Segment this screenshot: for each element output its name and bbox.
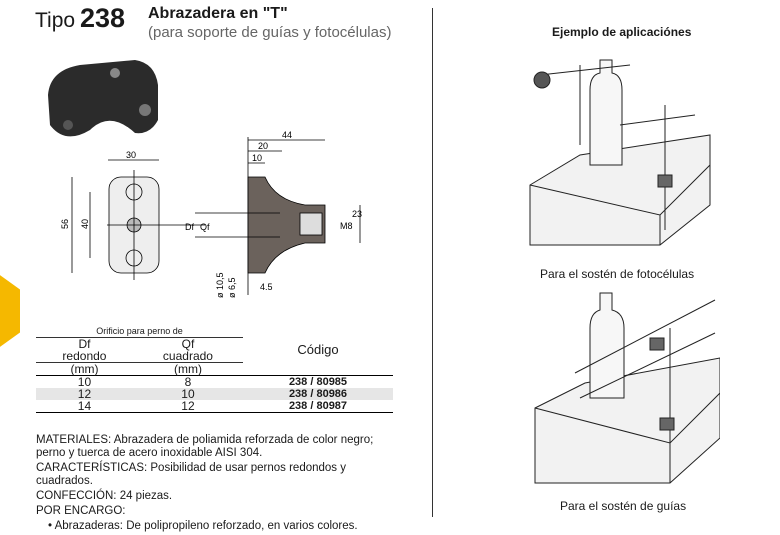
dim-20: 20 [258, 141, 268, 151]
bullet-label: Abrazaderas: [54, 520, 123, 532]
product-table: Orificio para perno de Código Df Qf redond… [36, 325, 393, 413]
dim-d65: ø 6,5 [227, 277, 237, 298]
dim-23: 23 [352, 209, 362, 219]
accent-hexagon [0, 268, 20, 354]
application-illustration-photocell [529, 59, 711, 246]
caption-photocell: Para el sostén de fotocélulas [540, 267, 695, 281]
technical-drawing: 30 56 40 44 20 10 Df Qf M8 23 ø 10,5 ø 6… [60, 130, 362, 298]
col-df: Df [78, 337, 91, 351]
col-codigo: Código [297, 342, 339, 357]
examples-heading: Ejemplo de aplicaciónes [552, 25, 692, 39]
col-qf-sub: cuadrado [162, 349, 213, 363]
application-illustration-guides [534, 292, 720, 484]
dim-56: 56 [60, 219, 70, 229]
dim-4-5: 4.5 [260, 282, 273, 292]
dim-30: 30 [126, 150, 136, 160]
dim-df: Df [185, 222, 194, 232]
dim-d105: ø 10,5 [215, 272, 225, 298]
dim-qf: Qf [200, 222, 210, 232]
col-df-sub: redondo [62, 349, 107, 363]
confeccion-text: 24 piezas. [116, 490, 173, 502]
group-header: Orificio para perno de [36, 325, 243, 338]
bullet-text: De polipropileno reforzado, en varios co… [123, 520, 358, 532]
confeccion-label: CONFECCIÓN: [36, 490, 117, 502]
tipo-label: Tipo [35, 9, 76, 32]
notes: MATERIALES: Abrazadera de poliamida refo… [36, 434, 396, 535]
dim-44: 44 [282, 130, 292, 140]
caract-label: CARACTERÍSTICAS: [36, 462, 148, 474]
caract-text: Posibilidad de usar pernos redondos y cu… [36, 462, 347, 487]
product-number: 238 [80, 3, 126, 33]
column-divider [432, 8, 433, 517]
col-qf: Qf [181, 337, 195, 351]
caption-guides: Para el sostén de guías [560, 499, 687, 513]
encargo-label: POR ENCARGO: [36, 505, 126, 517]
materiales-text: Abrazadera de poliamida reforzada de col… [36, 434, 374, 459]
col-df-unit: (mm) [70, 362, 99, 376]
materiales-label: MATERIALES: [36, 434, 112, 446]
product-photo [48, 60, 158, 137]
dim-40: 40 [80, 219, 90, 229]
dim-10: 10 [252, 153, 262, 163]
col-qf-unit: (mm) [173, 362, 202, 376]
product-subtitle: (para soporte de guías y fotocélulas) [148, 24, 392, 41]
dim-m8: M8 [340, 221, 353, 231]
product-title: Abrazadera en "T" [148, 5, 288, 22]
